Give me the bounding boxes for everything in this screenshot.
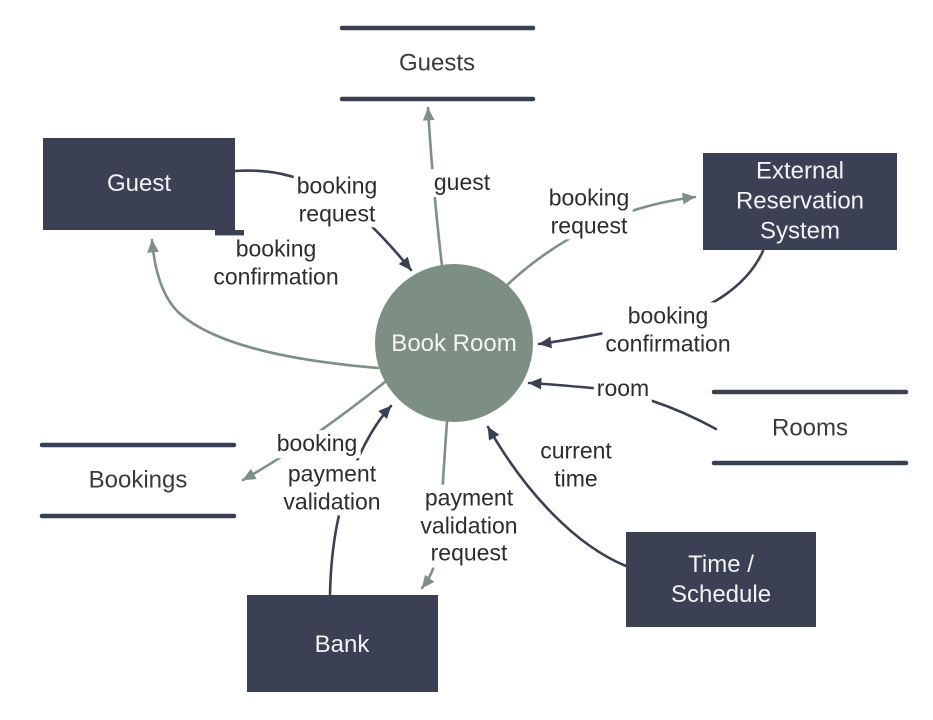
data-store-bookings-label: Bookings <box>88 466 188 494</box>
data-store-bookings-lines <box>39 442 237 519</box>
process-book-room-label: Book Room <box>391 330 517 357</box>
data-store-guests-lines <box>339 25 536 102</box>
data-store-rooms-lines <box>711 389 909 466</box>
process-book-room-circle <box>375 264 533 422</box>
flow-arrow-booking-confirmation-to-guest <box>147 238 380 370</box>
external-entity-time-schedule-label: Time / Schedule <box>670 550 772 608</box>
flow-label-booking-confirmation-ers: booking confirmation <box>602 302 734 358</box>
flow-label-booking-request-guest: booking request <box>293 172 381 228</box>
data-store-guests-label: Guests <box>398 49 476 77</box>
external-entity-bank-box <box>247 595 438 692</box>
flow-label-payment-validation: payment validation <box>280 460 384 516</box>
flow-label-booking: booking <box>273 430 361 458</box>
flow-label-current-time: current time <box>537 437 615 493</box>
data-store-rooms-label: Rooms <box>771 414 849 442</box>
external-entity-external-reservation-system-box <box>703 153 897 250</box>
flow-label-room: room <box>593 375 653 403</box>
flow-label-booking-request-ers: booking request <box>545 184 633 240</box>
flow-label-booking-confirmation-guest: booking confirmation <box>210 235 342 291</box>
flow-label-guest: guest <box>430 169 494 197</box>
external-entity-guest-box <box>43 138 244 239</box>
external-entity-external-reservation-system-label: External Reservation System <box>735 157 865 246</box>
external-entity-time-schedule-box <box>626 532 816 627</box>
external-entity-bank-label: Bank <box>314 630 370 658</box>
flow-label-payment-validation-request: payment validation request <box>417 484 521 568</box>
external-entity-guest-label: Guest <box>106 169 172 197</box>
flow-arrow-current-time-from-time-schedule <box>486 425 628 568</box>
